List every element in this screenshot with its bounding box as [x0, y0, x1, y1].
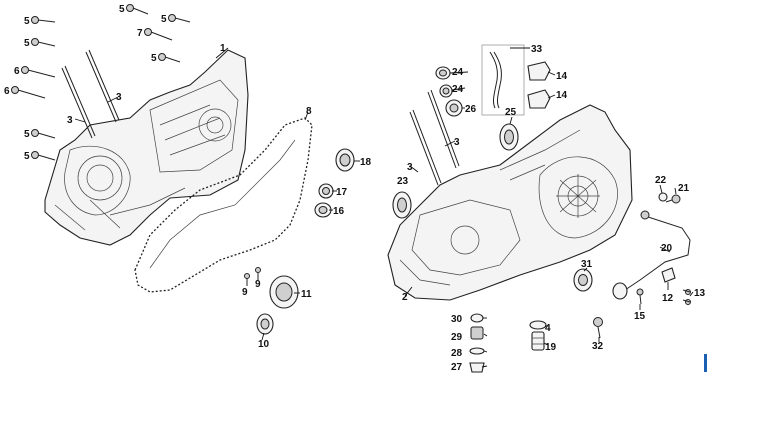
stud-bolts-right — [409, 89, 460, 186]
callout-3b: 3 — [116, 92, 122, 103]
callout-20: 20 — [661, 243, 673, 254]
callout-6b: 6 — [4, 86, 10, 97]
stud-bolts-left — [61, 49, 120, 139]
seal-24a — [435, 66, 451, 80]
leader-lines — [74, 47, 694, 368]
callout-14a: 14 — [556, 71, 568, 82]
callout-5d: 5 — [24, 151, 30, 162]
bolt-5f — [168, 14, 191, 23]
callout-32: 32 — [592, 341, 604, 352]
callout-3d: 3 — [407, 162, 413, 173]
callout-15: 15 — [634, 311, 646, 322]
callout-19: 19 — [545, 342, 557, 353]
callout-31: 31 — [581, 259, 593, 270]
callout-18: 18 — [360, 157, 372, 168]
callout-14b: 14 — [556, 90, 568, 101]
callout-5c: 5 — [24, 129, 30, 140]
callout-3a: 3 — [67, 115, 73, 126]
callout-7: 7 — [137, 28, 143, 39]
callout-6a: 6 — [14, 66, 20, 77]
right-crankcase-half — [387, 104, 633, 301]
bolt-7 — [144, 28, 173, 41]
crankcase-bolts — [11, 4, 191, 161]
callout-25: 25 — [505, 107, 517, 118]
callout-12: 12 — [662, 293, 674, 304]
callout-5a: 5 — [24, 16, 30, 27]
seal-16 — [314, 202, 332, 218]
bolt-32 — [593, 317, 603, 339]
callout-21: 21 — [678, 183, 690, 194]
clamp-12 — [661, 267, 676, 283]
bolt-5b — [31, 38, 56, 47]
callout-33: 33 — [531, 44, 543, 55]
seal-24b — [439, 84, 453, 98]
callout-1: 1 — [220, 43, 226, 54]
bearing-31 — [573, 268, 593, 292]
callout-29: 29 — [451, 332, 463, 343]
seal-25 — [499, 123, 519, 151]
bearing-17 — [318, 183, 334, 199]
breather-hose-33 — [481, 44, 525, 116]
filter-screen-19 — [529, 320, 547, 351]
callout-26: 26 — [465, 104, 477, 115]
left-crankcase-half — [44, 49, 249, 246]
bolt-6b — [11, 86, 46, 99]
bearing-26 — [445, 99, 463, 117]
callout-2: 2 — [402, 292, 408, 303]
callout-5b: 5 — [24, 38, 30, 49]
oil-seal-18 — [335, 148, 355, 172]
callout-9b: 9 — [255, 279, 261, 290]
callout-labels: 1 2 3 3 3 3 4 5 5 5 5 5 5 5 6 6 7 8 9 9 … — [4, 4, 706, 373]
callout-4: 4 — [545, 323, 551, 334]
bolt-22 — [658, 192, 668, 202]
callout-11: 11 — [301, 289, 312, 300]
callout-3c: 3 — [454, 137, 460, 148]
bolt-5a — [31, 16, 56, 24]
sensor-wire-20 — [612, 210, 691, 300]
bolt-21 — [665, 194, 681, 204]
callout-30: 30 — [451, 314, 463, 325]
callout-22: 22 — [655, 175, 667, 186]
seal-23 — [392, 191, 412, 219]
callout-17: 17 — [336, 187, 348, 198]
clips-14 — [527, 61, 551, 109]
callout-24b: 24 — [452, 84, 464, 95]
callout-8: 8 — [306, 106, 312, 117]
blue-tick-mark-icon — [704, 354, 707, 372]
bolt-6a — [21, 66, 56, 78]
callout-10: 10 — [258, 339, 270, 350]
callout-5e: 5 — [119, 4, 125, 15]
callout-16: 16 — [333, 206, 345, 217]
crankcase-gasket — [134, 117, 313, 293]
callout-5g: 5 — [151, 53, 157, 64]
callout-5f: 5 — [161, 14, 167, 25]
drain-plug-stack — [469, 313, 485, 373]
callout-24a: 24 — [452, 67, 464, 78]
bolt-5e — [126, 4, 149, 15]
callout-9a: 9 — [242, 287, 248, 298]
bearing-11 — [269, 275, 299, 309]
callout-27: 27 — [451, 362, 463, 373]
bolt-5d — [31, 151, 56, 161]
bolt-5c — [31, 129, 56, 139]
callout-28: 28 — [451, 348, 463, 359]
seal-10 — [256, 313, 274, 335]
bolts-13 — [682, 289, 691, 305]
dowel-pins-9 — [244, 267, 261, 286]
bolt-5g — [158, 53, 181, 63]
bolt-15 — [636, 288, 644, 305]
callout-13: 13 — [694, 288, 706, 299]
callout-23: 23 — [397, 176, 409, 187]
